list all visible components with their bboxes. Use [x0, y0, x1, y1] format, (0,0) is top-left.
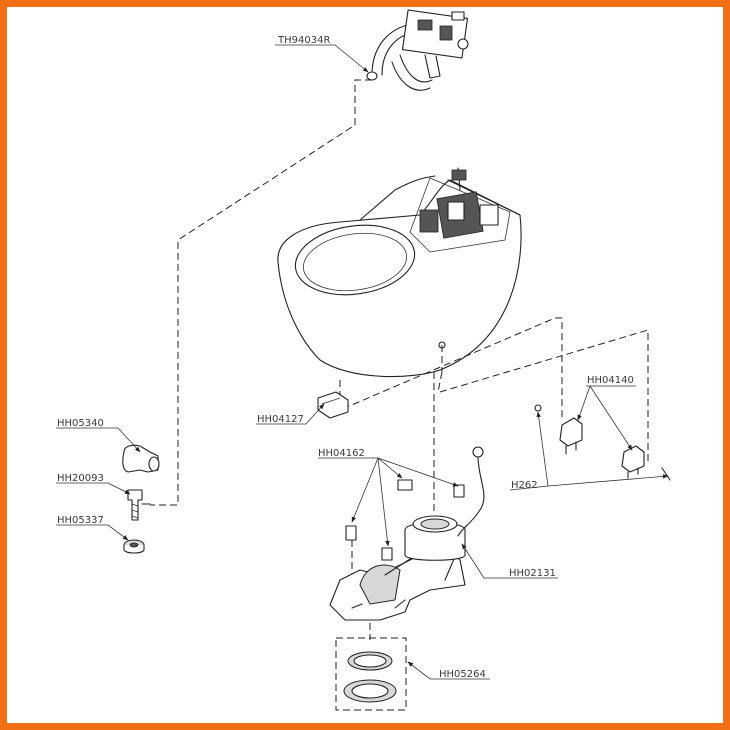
exploded-parts-diagram: TH94034R HH04127 HH04140 HH05340 HH20093… [56, 9, 671, 711]
label-hh20093: HH20093 [57, 473, 104, 484]
label-hh04140: HH04140 [587, 375, 634, 386]
washer-part [123, 539, 145, 554]
toilet-bowl [277, 167, 522, 378]
drain-assembly [329, 515, 466, 621]
gaskets-hh05264 [343, 651, 397, 703]
label-hh05264: HH05264 [439, 669, 486, 680]
valve-stem-part [127, 489, 151, 521]
label-hh04162: HH04162 [318, 448, 365, 459]
hinge-part [317, 391, 349, 419]
part-labels: TH94034R HH04127 HH04140 HH05340 HH20093… [57, 35, 634, 680]
label-hh04127: HH04127 [257, 414, 304, 425]
assembly-dashed-lines [150, 79, 649, 711]
screw-part [534, 404, 671, 481]
bracket-part-right [621, 445, 645, 479]
label-th94034r: TH94034R [277, 35, 330, 46]
label-hh02131: HH02131 [509, 568, 556, 579]
valve-body-part [122, 444, 160, 473]
label-hh05337: HH05337 [57, 515, 104, 526]
leader-lines [56, 44, 669, 680]
label-hh05340: HH05340 [57, 418, 104, 429]
water-supply-assembly [366, 9, 469, 91]
bracket-part-left [559, 417, 583, 455]
sensor-cable [457, 446, 485, 537]
screws-hh04162 [345, 479, 465, 561]
label-h262: H262 [511, 480, 538, 491]
